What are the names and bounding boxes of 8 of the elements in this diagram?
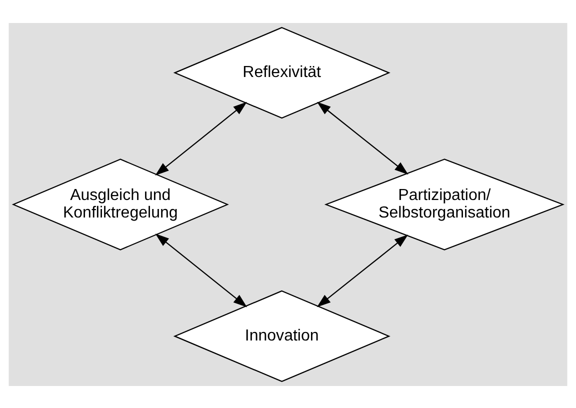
arrow — [155, 101, 247, 175]
arrow — [155, 233, 248, 307]
arrow — [316, 234, 408, 307]
node-diamond: Ausgleich und Konfliktregelung — [12, 158, 229, 250]
arrow — [316, 101, 408, 174]
node-diamond: Partizipation/ Selbstorganisation — [324, 158, 565, 250]
node-diamond: Innovation — [173, 290, 390, 382]
node-diamond: Reflexivität — [173, 26, 390, 118]
